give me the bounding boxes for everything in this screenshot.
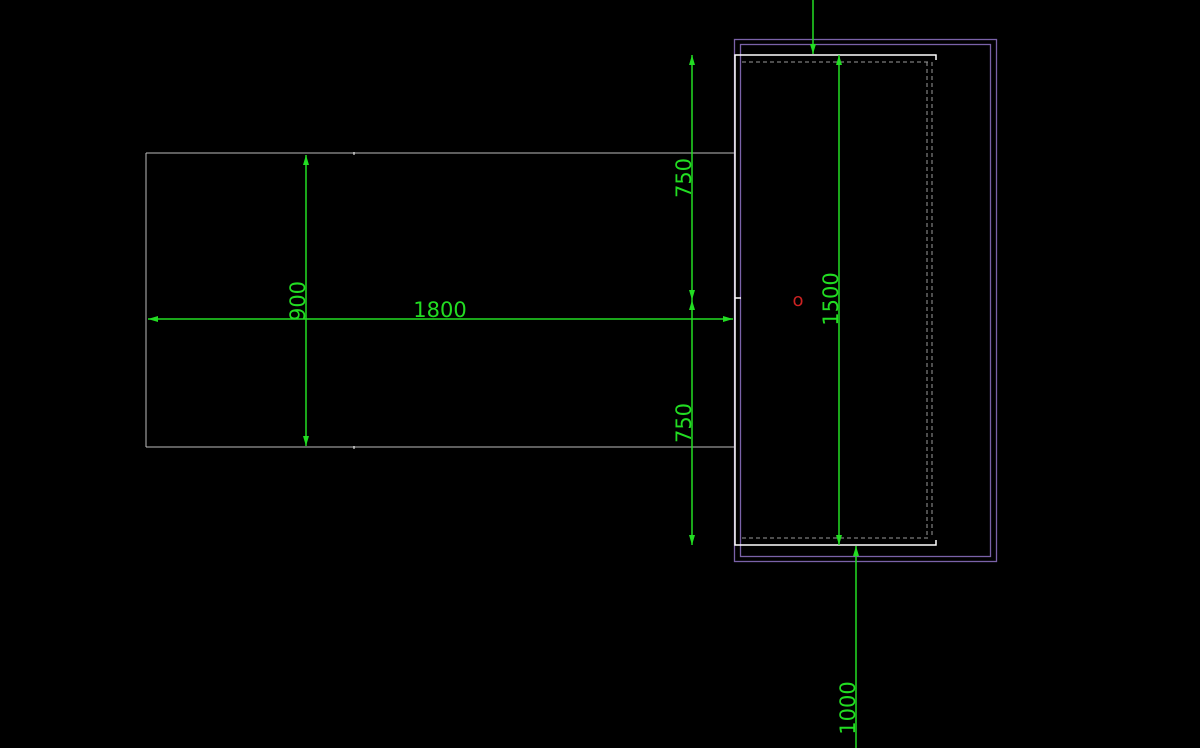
top-leader xyxy=(810,0,816,54)
dimension-1800: 1800 xyxy=(148,298,733,322)
dimension-1800-arrow-left xyxy=(148,316,158,322)
dimension-1000: 1000 xyxy=(836,546,860,748)
top-leader-arrow xyxy=(810,44,816,54)
dimension-1000-label: 1000 xyxy=(836,681,860,734)
dimension-1500: 1500 xyxy=(819,55,843,545)
dimension-750-lower-label: 750 xyxy=(672,403,696,443)
dimension-1800-arrow-right xyxy=(723,316,733,322)
dimension-750-arrow-top xyxy=(689,55,695,65)
dimension-1500-label: 1500 xyxy=(819,272,843,325)
dimension-900: 900 xyxy=(286,155,310,446)
dimension-750-arrow-mid-down xyxy=(689,300,695,310)
dimension-1000-arrow xyxy=(853,546,859,556)
dimension-1500-arrow-top xyxy=(836,55,842,65)
dashed-inner xyxy=(742,61,933,539)
dimension-1500-arrow-bottom xyxy=(836,535,842,545)
dimension-1800-label: 1800 xyxy=(413,298,466,322)
dimension-750-chain: 750 750 xyxy=(672,55,696,545)
dimension-900-arrow-bottom xyxy=(303,436,309,446)
bed-outline-bracket xyxy=(734,54,937,546)
dimension-750-arrow-bottom xyxy=(689,535,695,545)
dimension-900-arrow-top xyxy=(303,155,309,165)
outer-frame-inner xyxy=(739,43,992,558)
dimension-750-upper-label: 750 xyxy=(672,158,696,198)
left-rectangle xyxy=(145,152,734,449)
dimension-750-arrow-mid-up xyxy=(689,290,695,300)
origin-marker-icon[interactable]: o xyxy=(792,290,803,311)
bed-outline xyxy=(734,54,937,546)
dimension-900-label: 900 xyxy=(286,281,310,321)
